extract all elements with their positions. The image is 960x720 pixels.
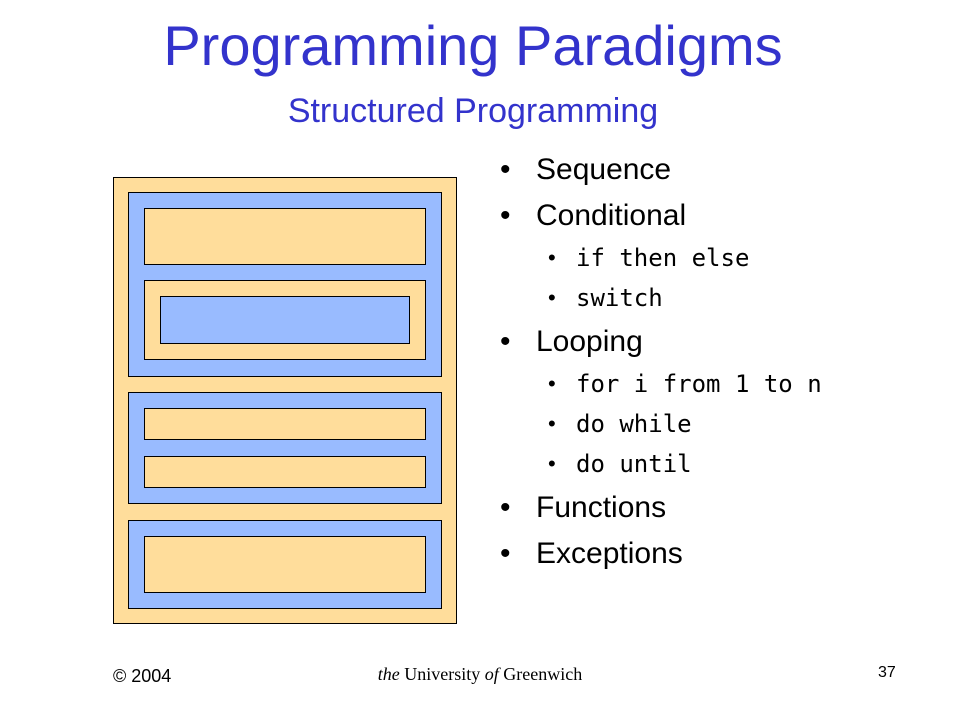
footer-org-name: Greenwich	[503, 664, 583, 684]
loop-statement-block-2	[144, 456, 426, 488]
bullet-exceptions: Exceptions	[496, 536, 896, 572]
bullet-sequence: Sequence	[496, 152, 896, 188]
inner-statement-block	[160, 296, 410, 344]
bullet-functions: Functions	[496, 490, 896, 526]
sub-bullet-for-loop: for i from 1 to n	[496, 368, 896, 400]
bullet-list: Sequence Conditional if then else switch…	[496, 142, 896, 580]
loop-statement-block-1	[144, 408, 426, 440]
function-body-block	[144, 536, 426, 593]
footer-copyright: © 2004	[113, 666, 172, 686]
footer-org-university: University	[404, 664, 481, 684]
bullet-conditional: Conditional if then else switch	[496, 198, 896, 314]
bullet-looping: Looping for i from 1 to n do while do un…	[496, 324, 896, 480]
conditional-sublist: if then else switch	[496, 242, 896, 314]
slide-title: Programming Paradigms	[163, 14, 783, 77]
footer-organization: the University of Greenwich	[0, 664, 960, 685]
sub-bullet-switch: switch	[496, 282, 896, 314]
footer-org-of: of	[484, 664, 499, 684]
statement-block	[144, 208, 426, 265]
page-number: 37	[878, 664, 896, 681]
sub-bullet-do-while: do while	[496, 408, 896, 440]
sub-bullet-if-then-else: if then else	[496, 242, 896, 274]
sub-bullet-do-until: do until	[496, 448, 896, 480]
looping-sublist: for i from 1 to n do while do until	[496, 368, 896, 480]
footer-org-the: the	[377, 664, 400, 684]
slide-subtitle: Structured Programming	[287, 92, 659, 130]
